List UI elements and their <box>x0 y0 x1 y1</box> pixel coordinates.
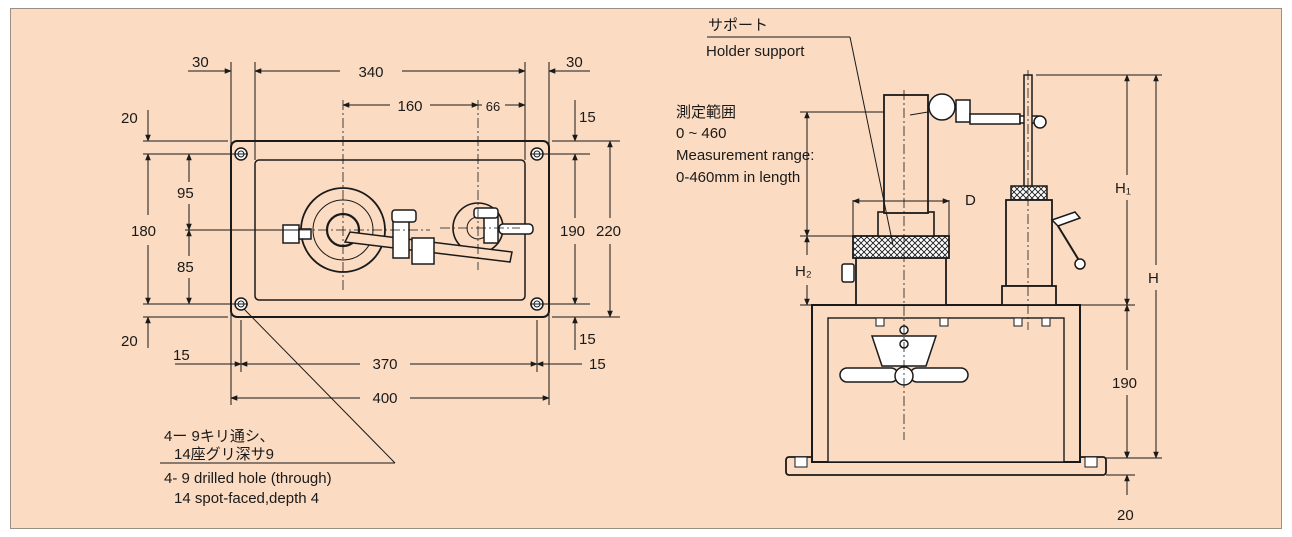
hole-note-en-1: 4- 9 drilled hole (through) <box>164 470 332 487</box>
label-d: D <box>965 192 976 209</box>
dim-220: 220 <box>596 223 621 240</box>
support-label-en: Holder support <box>706 43 805 60</box>
range-label-en-1: Measurement range: <box>676 147 814 164</box>
holder-sleeve <box>877 211 935 237</box>
holder-column <box>883 94 929 214</box>
dim-20-bottom: 20 <box>121 333 138 350</box>
housing-inner <box>827 317 1065 463</box>
hole-note-jp-1: 4ー 9キリ通シ、 <box>164 428 275 445</box>
dim-15-top: 15 <box>579 109 596 126</box>
range-label-en-2: 0-460mm in length <box>676 169 800 186</box>
hole-note-jp-2: 14座グリ深サ9 <box>174 446 274 463</box>
label-h1: H₁ <box>1115 180 1131 197</box>
side-view: サポート Holder support 測定範囲 0 ~ 460 Measure… <box>676 17 1162 524</box>
support-label-jp: サポート <box>708 17 768 34</box>
stand-foot <box>1001 285 1057 306</box>
hole-note-en-2: 14 spot-faced,depth 4 <box>174 490 319 507</box>
stand-knurl <box>1010 185 1048 201</box>
dim-20-top: 20 <box>121 110 138 127</box>
plan-view: 30 340 30 160 66 20 15 95 180 85 190 220… <box>121 54 621 507</box>
range-label-jp: 測定範囲 <box>676 103 736 121</box>
dim-400: 400 <box>372 390 397 407</box>
rotary-base <box>855 256 947 306</box>
dim-180: 180 <box>131 223 156 240</box>
dim-30-right: 30 <box>566 54 583 71</box>
foot-bolts <box>794 456 1098 468</box>
dial-gauge <box>909 93 1039 125</box>
dim-30-left: 30 <box>192 54 209 71</box>
dim-20-side: 20 <box>1117 507 1134 524</box>
drawing-panel <box>10 8 1282 529</box>
dim-340: 340 <box>358 64 383 81</box>
plan-vertical-dims <box>145 100 613 350</box>
dim-85: 85 <box>177 259 194 276</box>
dim-15-right: 15 <box>589 356 606 373</box>
dim-370: 370 <box>372 356 397 373</box>
knurled-ring <box>852 235 950 259</box>
support-leader <box>849 36 894 246</box>
dim-66: 66 <box>486 99 500 114</box>
dim-15-bottom: 15 <box>579 331 596 348</box>
dim-190-side: 190 <box>1112 375 1137 392</box>
dim-160: 160 <box>397 98 422 115</box>
dim-15-left: 15 <box>173 347 190 364</box>
plan-horizontal-dims <box>175 68 590 401</box>
hole-leader <box>243 308 396 464</box>
dim-190-plan: 190 <box>560 223 585 240</box>
dim-95: 95 <box>177 185 194 202</box>
label-h: H <box>1148 270 1159 287</box>
label-h2: H₂ <box>795 263 812 280</box>
housing-bolts <box>875 317 1051 327</box>
range-value: 0 ~ 460 <box>676 125 726 142</box>
stand-body <box>1005 199 1053 287</box>
